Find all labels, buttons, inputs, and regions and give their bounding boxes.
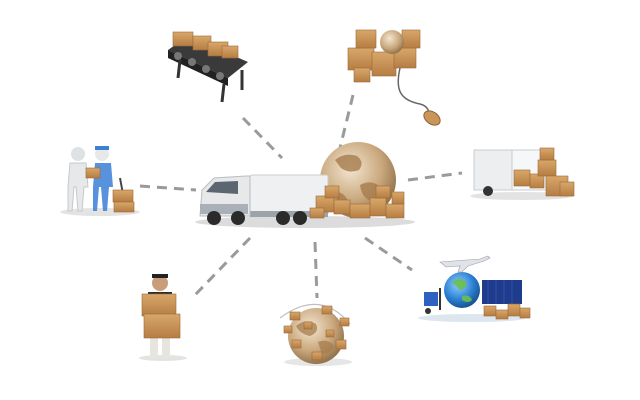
truck-with-globe-hub-icon (195, 142, 415, 228)
delivery-van-icon (470, 147, 575, 200)
conveyor-with-boxes-icon (168, 31, 248, 103)
delivery-person-carrying-boxes-icon (139, 274, 187, 361)
globe-with-boxes-icon (279, 303, 352, 366)
boxes-with-mouse-icon (347, 29, 441, 126)
connector-lines (139, 94, 463, 299)
world-logistics-icon (418, 255, 531, 322)
handover-figures-icon (60, 146, 140, 216)
